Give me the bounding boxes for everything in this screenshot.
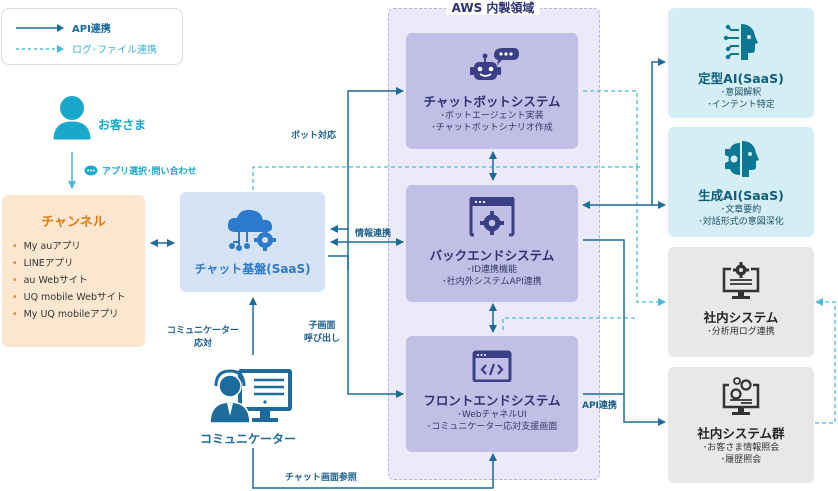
internal-system-desc: ･分析用ログ連携 [707,327,775,337]
api-line-chat-screen-ref [252,448,497,489]
channel-item: My UQ mobileアプリ [12,306,126,323]
communicator-response-label: コミュニケーター応対 [166,326,239,349]
internal-system-title: 社内システム [703,310,779,325]
channel-item: UQ mobile Webサイト [12,289,126,306]
generative-ai-desc: ･文章要約･対話形式の意図深化 [698,205,784,227]
channel-item: My auアプリ [12,238,126,255]
chatbot-system-desc: ･ボットエージェント実装･チャットボットシナリオ作成 [431,111,553,133]
legend: API連携 ログ･ファイル連携 [1,8,183,65]
customer-action-label: アプリ選択･問い合わせ [84,164,197,177]
legend-item-log: ログ･ファイル連携 [16,41,157,56]
child-screen-label: 子画面呼び出し [303,321,340,344]
chatbot-system-title: チャットボットシステム [423,94,561,109]
channel-box: チャンネル My auアプリ LINEアプリ au Webサイト UQ mobi… [2,195,145,347]
backend-system-title: バックエンドシステム [429,248,555,263]
frontend-system-box: フロントエンドシステム ･WebチャネルUI･コミュニケーター応対支援画面 [406,336,578,452]
chat-screen-ref-label: チャット画面参照 [285,473,357,483]
robot-chat-icon [470,48,519,80]
chatbot-system-box: チャットボットシステム ･ボットエージェント実装･チャットボットシナリオ作成 [406,33,578,149]
aws-region-title: AWS 内製領域 [388,0,598,16]
log-line-group-to-internal [808,298,836,424]
customer-label: お客さま [98,118,147,132]
api-line-backend-group [583,239,666,426]
code-window-icon [472,350,512,383]
ai-head-gear-icon [725,141,759,177]
internal-system-box: 社内システム ･分析用ログ連携 [668,247,814,357]
internal-system-group-box: 社内システム群 ･お客さま情報照会･履歴照会 [668,367,814,483]
log-line-chatbase-top [252,166,640,190]
chat-bubble-icon [84,165,98,175]
communicator-label: コミュニケーター [200,432,297,446]
person-icon [52,96,92,141]
log-line-to-internal [636,167,666,306]
channel-item: LINEアプリ [12,255,126,272]
dashed-arrow-icon [16,44,64,53]
bot-response-label: ボット対応 [291,131,337,141]
log-line-backend [502,317,637,330]
cloud-gear-icon [227,209,276,251]
fixed-ai-box: 定型AI(SaaS) ･意図解釈･インテント特定 [668,8,814,118]
api-line-child-screen [328,255,404,398]
backend-system-box: バックエンドシステム ･ID連携機能･社内外システムAPI連携 [406,185,578,302]
log-line-chatbot-right [583,90,638,167]
api-line-bot-response [347,87,404,270]
monitor-gear-icon [722,262,760,299]
backend-system-desc: ･ID連携機能･社内外システムAPI連携 [442,265,542,287]
fixed-ai-desc: ･意図解釈･インテント特定 [707,88,775,110]
frontend-system-desc: ･WebチャネルUI･コミュニケーター応対支援画面 [426,410,558,432]
generative-ai-title: 生成AI(SaaS) [698,188,784,203]
fixed-ai-title: 定型AI(SaaS) [698,71,784,86]
info-link-label: 情報連携 [355,229,392,239]
channel-list: My auアプリ LINEアプリ au Webサイト UQ mobile Web… [12,238,126,323]
chat-base-title: チャット基盤(SaaS) [194,262,311,276]
api-link-label: API連携 [582,401,617,411]
legend-item-api: API連携 [16,20,111,35]
communicator-node [208,368,296,428]
customer-node [50,95,95,145]
generative-ai-box: 生成AI(SaaS) ･文章要約･対話形式の意図深化 [668,127,814,237]
channel-title: チャンネル [41,215,106,230]
api-line-to-fixed-ai [651,58,666,205]
operator-headset-icon [209,369,292,424]
channel-item: au Webサイト [12,272,126,289]
frontend-system-title: フロントエンドシステム [423,393,561,408]
monitor-gears-icon [722,377,760,415]
browser-gear-icon [469,196,515,237]
ai-head-circuit-icon [723,24,758,60]
legend-api-label: API連携 [72,24,111,35]
solid-arrow-icon [16,23,64,32]
internal-system-group-title: 社内システム群 [697,426,785,441]
legend-log-label: ログ･ファイル連携 [72,45,157,56]
internal-system-group-desc: ･お客さま情報照会･履歴照会 [702,443,780,465]
chat-base-box: チャット基盤(SaaS) [180,192,325,292]
